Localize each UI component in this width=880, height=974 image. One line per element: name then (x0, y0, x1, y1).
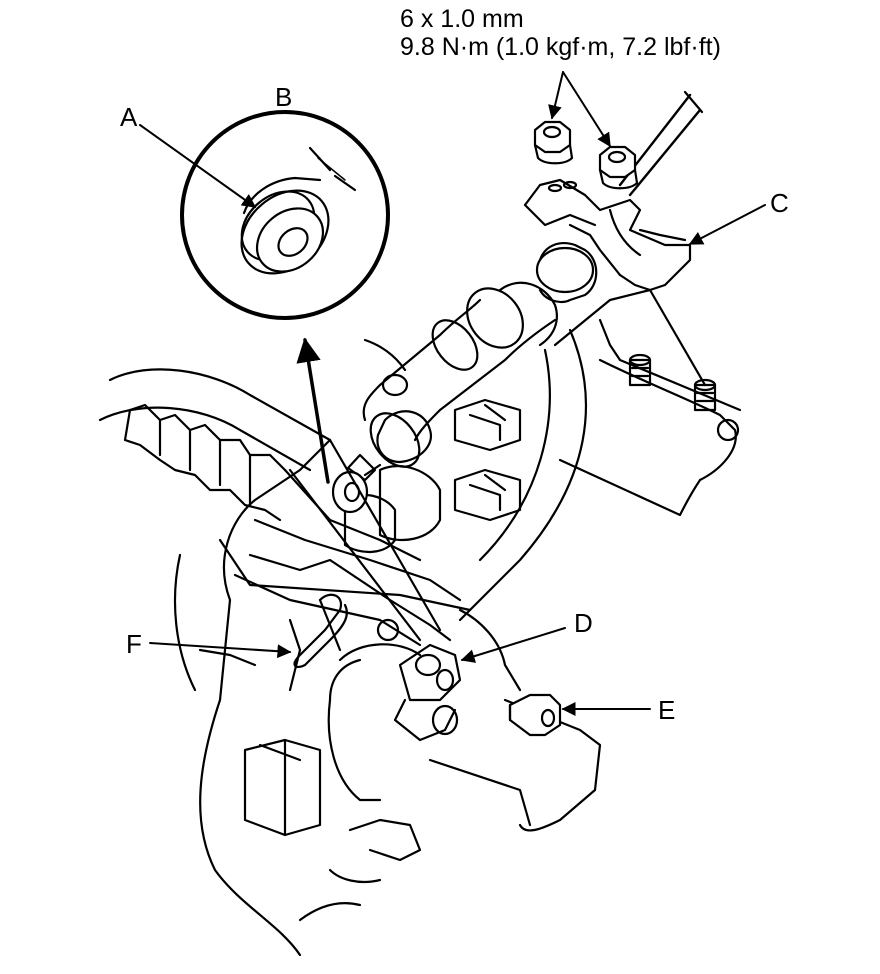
lower-bracket (233, 468, 602, 832)
shift-lever (327, 618, 462, 802)
fastener-size-label: 6 x 1.0 mm (400, 5, 524, 33)
detail-arrow (296, 337, 330, 484)
cable-end-eyelet (331, 463, 382, 514)
callout-label-a: A (120, 102, 138, 132)
callout-label-e: E (658, 695, 676, 725)
transmission-housing (98, 288, 742, 957)
stud-bolts (628, 353, 740, 442)
callout-label-c: C (770, 188, 789, 218)
callout-label-b: B (275, 82, 293, 112)
spring-clip (293, 593, 348, 669)
shift-cable (618, 90, 704, 197)
cable-housing (346, 242, 598, 482)
lower-housing (198, 338, 422, 922)
flange-nut-right (598, 145, 639, 190)
left-ribbed-plate (123, 403, 287, 522)
flange-nut-left (533, 120, 574, 165)
callout-label-f: F (126, 629, 142, 659)
leader-lines (139, 71, 766, 716)
lock-clip (508, 693, 562, 737)
callout-label-d: D (574, 608, 593, 638)
cable-bracket (523, 178, 707, 387)
cable-lower-run (288, 438, 442, 642)
torque-spec-label: 9.8 N·m (1.0 kgf·m, 7.2 lbf·ft) (400, 33, 721, 61)
detail-callout (180, 110, 390, 320)
